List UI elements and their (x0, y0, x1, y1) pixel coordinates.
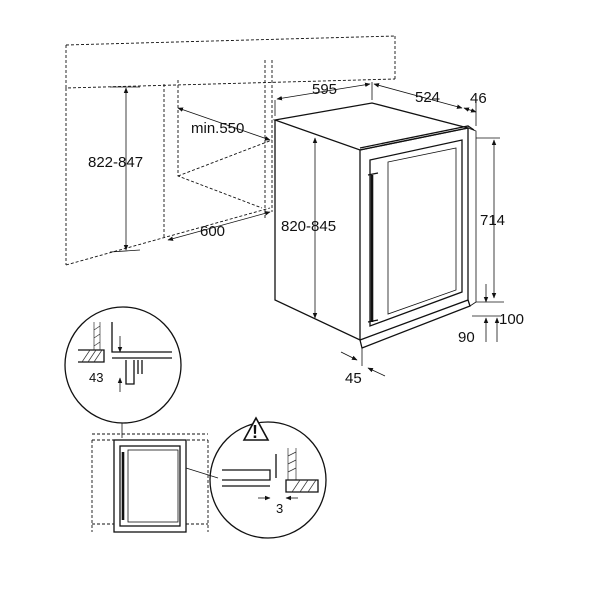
side-clearance-label: 45 (345, 370, 362, 387)
width-label: 595 (312, 81, 337, 98)
niche-height-label: 822-847 (88, 154, 143, 171)
depth-dimension: 524 (373, 83, 463, 109)
niche-width-label: 600 (200, 223, 225, 240)
side-clearance-dimension: 45 (340, 348, 386, 387)
height-dimension: 820-845 (281, 137, 336, 319)
warning-triangle-icon: ! (242, 416, 270, 442)
niche-outline (65, 35, 396, 266)
door-height-label: 714 (480, 212, 505, 229)
door-depth-label: 46 (470, 90, 487, 107)
door-handle-icon (367, 172, 379, 323)
door-height-dimension: 714 (476, 137, 505, 299)
height-label: 820-845 (281, 218, 336, 235)
small-front-view (91, 433, 219, 533)
detail-circle-bottom: ! 3 (209, 416, 327, 539)
door-depth-dimension: 46 (463, 90, 487, 126)
gap-small-label: 90 (458, 329, 475, 346)
detail-bottom-label: 3 (276, 501, 283, 516)
svg-text:!: ! (252, 422, 258, 442)
detail-circle-top: 43 (64, 306, 182, 438)
detail-top-label: 43 (89, 370, 103, 385)
gap-large-label: 100 (499, 311, 524, 328)
depth-label: 524 (415, 89, 440, 106)
niche-depth-dimension: min.550 (177, 107, 271, 141)
appliance-body (272, 102, 477, 349)
niche-depth-label: min.550 (191, 120, 244, 137)
niche-width-dimension: 600 (167, 211, 271, 241)
floor-gap-dimensions: 100 90 (458, 284, 524, 346)
niche-height-dimension: 822-847 (88, 86, 143, 253)
width-dimension: 595 (274, 81, 373, 116)
